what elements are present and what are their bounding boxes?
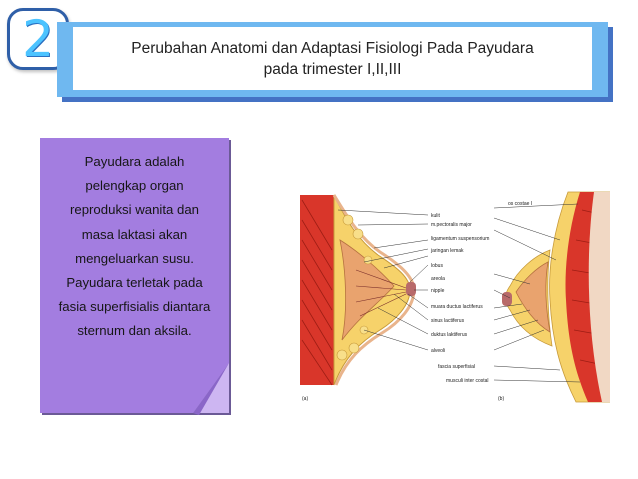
leader-lines bbox=[337, 203, 581, 383]
label-musculi-intercostal: musculi inter costal bbox=[446, 378, 489, 384]
note-line: masa laktasi akan bbox=[81, 226, 188, 242]
label-jaringan-lemak: jaringan lemak bbox=[430, 248, 464, 254]
label-duktus-laktiferus: duktus laktiferus bbox=[431, 332, 468, 338]
label-fascia-superfisial: fascia superfisial bbox=[438, 364, 475, 370]
breast-anatomy-illustration: (a) (b) bbox=[300, 191, 610, 403]
label-areola: areola bbox=[431, 276, 445, 282]
panel-b-label: (b) bbox=[498, 396, 504, 402]
label-lobus: lobus bbox=[431, 263, 443, 269]
note-line: Payudara terletak pada bbox=[66, 275, 203, 291]
panel-b-drawing bbox=[502, 191, 610, 403]
title-line-1: Perubahan Anatomi dan Adaptasi Fisiologi… bbox=[131, 39, 534, 57]
title-box: Perubahan Anatomi dan Adaptasi Fisiologi… bbox=[73, 27, 592, 90]
note-line: Payudara adalah bbox=[84, 154, 185, 169]
note-line: fasia superfisialis diantara bbox=[58, 299, 211, 315]
note-line: mengeluarkan susu. bbox=[75, 250, 194, 266]
note-line: reproduksi wanita dan bbox=[69, 202, 200, 218]
label-os-costae: os costae I bbox=[508, 201, 532, 207]
note-page-curl bbox=[193, 363, 229, 415]
label-muara-ductus: muara ductus lactiferus bbox=[431, 304, 483, 310]
title-line-2: pada trimester I,II,III bbox=[263, 60, 402, 78]
label-alveoli: alveoli bbox=[431, 348, 445, 354]
note-text: Payudara adalah pelengkap organ reproduk… bbox=[40, 150, 229, 344]
label-pectoralis: m.pectoralis major bbox=[431, 222, 472, 228]
note-line: pelengkap organ bbox=[85, 178, 184, 194]
label-ligamentum: ligamentum suspensorium bbox=[431, 236, 489, 242]
slide-number: 2 bbox=[22, 10, 54, 68]
label-nipple: nipple bbox=[431, 288, 445, 294]
note-line: sternum dan aksila. bbox=[77, 323, 192, 339]
label-kulit: kulit bbox=[431, 213, 441, 219]
sticky-note bbox=[40, 138, 229, 413]
panel-a-label: (a) bbox=[302, 396, 308, 402]
label-sinus-lactiferus: sinus lactiferus bbox=[431, 318, 465, 324]
panel-a-drawing bbox=[300, 194, 416, 386]
